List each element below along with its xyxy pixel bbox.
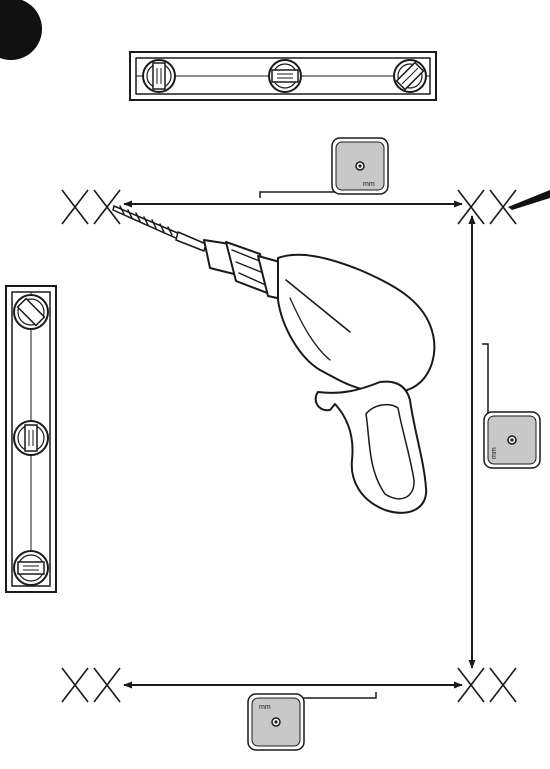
- step-number-circle: [0, 0, 43, 61]
- pencil-icon: [508, 190, 550, 210]
- spirit-level-vertical: [5, 285, 57, 593]
- level-vial-horizontal-icon: [13, 550, 49, 586]
- drill-mark-icon: [61, 667, 121, 703]
- tape-unit-label: mm: [363, 181, 375, 188]
- tape-tail-right: [482, 343, 489, 416]
- tape-tail-bottom: [299, 692, 377, 706]
- drill-mark-icon: [457, 189, 517, 225]
- tape-measure-bottom: mm: [247, 693, 305, 751]
- drill-icon: [112, 205, 436, 514]
- level-vial-diagonal-icon: [393, 59, 427, 93]
- tape-tail-top: [259, 184, 337, 198]
- drill-mark-icon: [457, 667, 517, 703]
- tape-unit-label: mm: [491, 447, 498, 459]
- level-vial-diagonal-icon: [13, 294, 49, 330]
- drill-body: [277, 253, 436, 394]
- drill-mark-icon: [61, 189, 121, 225]
- tape-measure-top: mm: [331, 137, 389, 195]
- tape-measure-right: mm: [483, 411, 541, 469]
- spirit-level-horizontal: [129, 51, 437, 101]
- tape-unit-label: mm: [259, 704, 271, 711]
- level-vial-vertical-icon: [142, 59, 176, 93]
- level-vial-horizontal-icon: [268, 59, 302, 93]
- level-vial-vertical-icon: [13, 420, 49, 456]
